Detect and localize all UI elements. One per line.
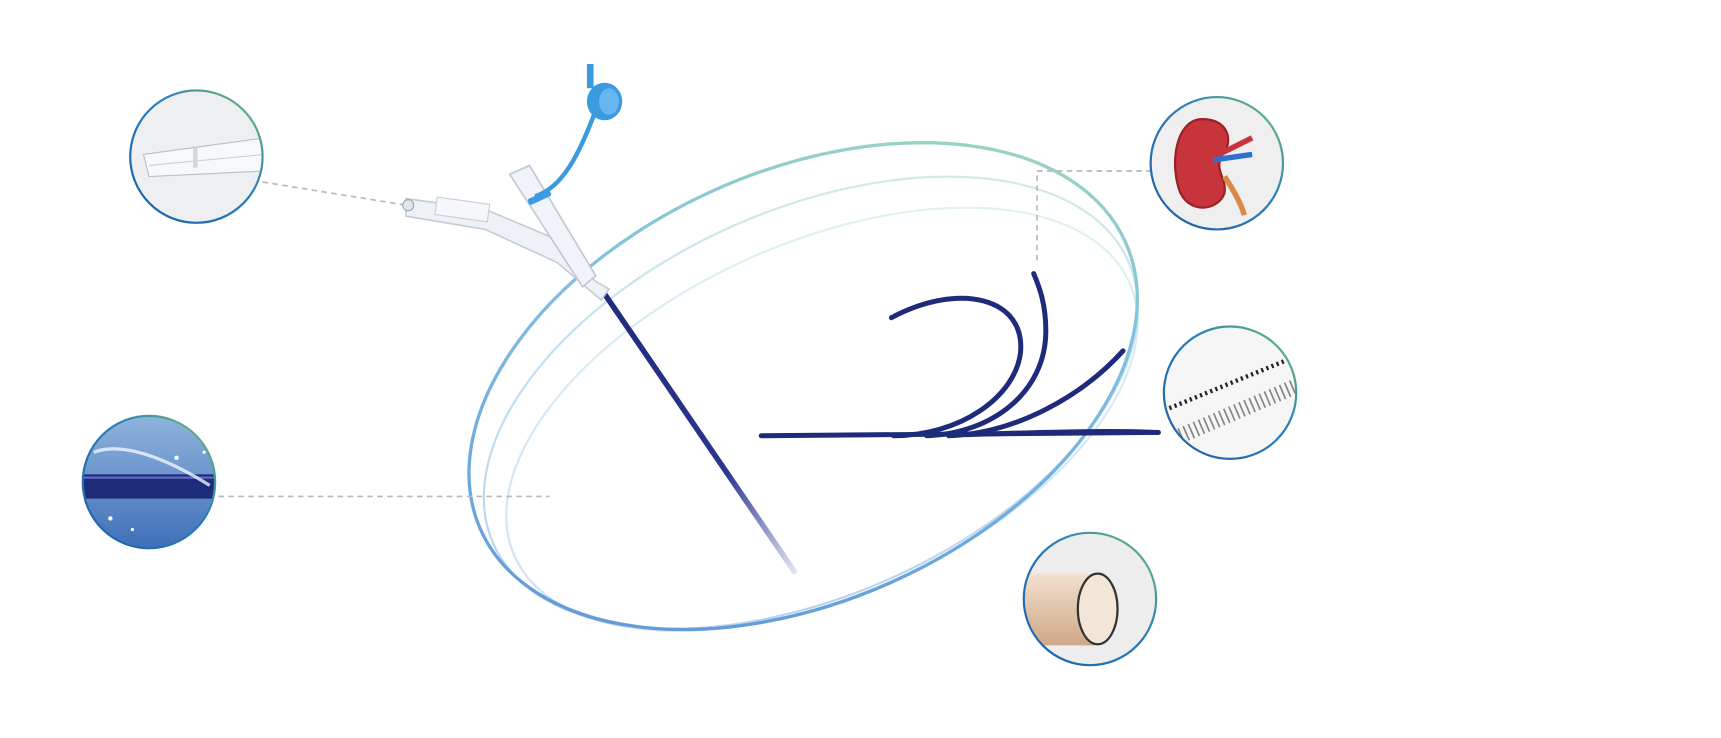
orbit-rings <box>467 141 1139 632</box>
blue-cap <box>586 63 623 121</box>
callout-lines <box>218 170 1152 498</box>
detail-circle-coil <box>1162 325 1298 461</box>
detail-circle-kidney <box>1149 95 1285 231</box>
detail-circle-tip <box>129 89 264 224</box>
puncture-needle <box>402 63 798 575</box>
pigtail-catheter <box>758 271 1161 439</box>
detail-circle-tube <box>1022 531 1158 667</box>
detail-circle-hydrophilic <box>81 414 217 550</box>
